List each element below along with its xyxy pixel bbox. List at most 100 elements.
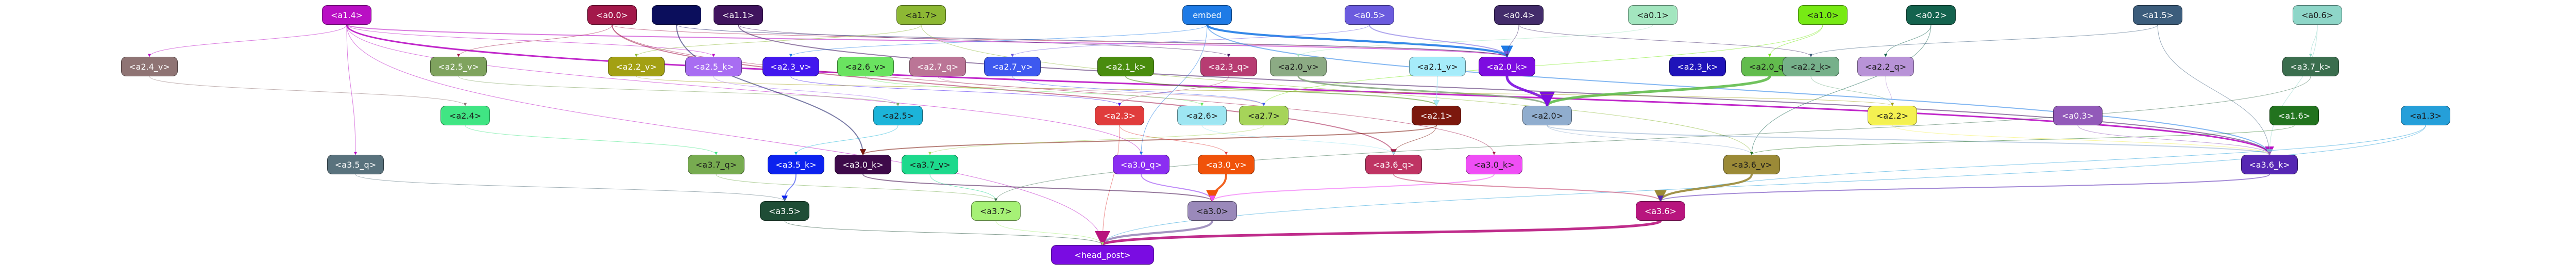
node-a21k[interactable]: <a2.1_k> (1097, 57, 1154, 76)
node-a24[interactable]: <a2.4> (440, 106, 490, 125)
edge-a14-to-a20k (346, 24, 1510, 58)
edge-a10-to-a27 (1262, 24, 1823, 106)
edge-a36q-to-a36 (1393, 174, 1664, 202)
node-a37q[interactable]: <a3.7_q> (688, 155, 744, 174)
node-a21v[interactable]: <a2.1_v> (1409, 57, 1466, 76)
node-a37k[interactable]: <a3.7_k> (2282, 57, 2339, 76)
node-a30q[interactable]: <a3.0_q> (1113, 155, 1170, 174)
node-a17[interactable]: <a1.7> (896, 5, 946, 25)
edge-a23-to-a30v (1119, 125, 1228, 155)
node-a11[interactable]: <a1.1> (714, 5, 763, 25)
node-a25[interactable]: <a2.5> (873, 106, 923, 125)
node-a01[interactable]: <a0.1> (1628, 5, 1677, 25)
node-a23v[interactable]: <a2.3_v> (762, 57, 819, 76)
node-a20[interactable]: <a2.0> (1522, 106, 1572, 125)
node-a37v[interactable]: <a3.7_v> (902, 155, 958, 174)
node-a22q[interactable]: <a2.2_q> (1857, 57, 1914, 76)
node-a25v[interactable]: <a2.5_v> (430, 57, 487, 76)
edge-a21v-to-a21 (1433, 76, 1440, 107)
node-a23q[interactable]: <a2.3_q> (1200, 57, 1257, 76)
edge-a30k-to-a30 (862, 174, 1215, 202)
edge-a21-to-a30k (860, 125, 1437, 156)
node-a30k2[interactable]: <a3.0_k> (1466, 155, 1522, 174)
node-a27[interactable]: <a2.7> (1239, 106, 1289, 125)
node-a37[interactable]: <a3.7> (971, 201, 1021, 221)
node-a05[interactable]: <a0.5> (1345, 5, 1394, 25)
edge-a13-to-head_post (1101, 125, 2426, 246)
edge-a10-to-a20q (1768, 24, 1823, 57)
edge-a15-to-a22k (1809, 24, 2158, 57)
edge-a14-to-a30q (346, 24, 1143, 155)
edge-a03-to-a36k (2077, 125, 2271, 155)
node-a26v[interactable]: <a2.6_v> (837, 57, 894, 76)
node-a14[interactable]: <a1.4> (322, 5, 371, 25)
node-a36k[interactable]: <a3.6_k> (2241, 155, 2298, 174)
node-a03[interactable]: <a0.3> (2053, 106, 2103, 125)
node-embed[interactable]: embed (1182, 5, 1232, 25)
edge-a37-to-head_post (995, 220, 1104, 246)
node-a30v[interactable]: <a3.0_v> (1198, 155, 1255, 174)
edge-a22q-to-a22 (1885, 76, 1894, 106)
node-a22v[interactable]: <a2.2_v> (608, 57, 665, 76)
node-a20v[interactable]: <a2.0_v> (1270, 57, 1327, 76)
edge-a00-to-a25v (457, 24, 613, 57)
edge-a14-to-a25k (346, 24, 715, 57)
edge-a24-to-a37q (465, 125, 718, 155)
edge-a26-to-a36q (1201, 125, 1395, 155)
node-a02[interactable]: <a0.2> (1906, 5, 1956, 25)
node-a35k[interactable]: <a3.5_k> (768, 155, 824, 174)
node-a23k[interactable]: <a2.3_k> (1669, 57, 1726, 76)
edge-a16-to-a36v (1750, 125, 2295, 155)
edge-a23q-to-a23 (1118, 76, 1229, 106)
node-a13[interactable]: <a1.3> (2401, 106, 2450, 125)
edge-a21-to-a36q (1392, 125, 1437, 155)
node-a36[interactable]: <a3.6> (1636, 201, 1685, 221)
edge-a37k-to-a37 (994, 76, 2311, 202)
node-a36q[interactable]: <a3.6_q> (1365, 155, 1422, 174)
node-a00[interactable]: <a0.0> (587, 5, 637, 25)
edge-a22-to-a36k (1892, 125, 2271, 155)
edge-a06-to-a36k (2268, 24, 2318, 155)
edge-a02-to-a22q (1884, 24, 1931, 57)
edge-embed-to-a23v (789, 24, 1208, 57)
node-a36v[interactable]: <a3.6_v> (1723, 155, 1780, 174)
edge-a35q-to-a35 (355, 174, 786, 202)
edge-a37v-to-a37 (929, 174, 997, 202)
node-a26[interactable]: <a2.6> (1177, 106, 1227, 125)
edge-a14-to-head_post (346, 24, 1104, 246)
edge-a02-to-a36v (1750, 24, 1931, 155)
node-a35[interactable]: <a3.5> (760, 201, 809, 221)
edge-a35k-to-a35 (782, 174, 796, 202)
edge-embed-to-a30q (1140, 24, 1208, 155)
node-a16[interactable]: <a1.6> (2269, 106, 2319, 125)
edge-a25v-to-a25 (458, 76, 900, 106)
edge-a11-to-a36k (738, 24, 2273, 156)
node-a30k[interactable]: <a3.0_k> (835, 155, 891, 174)
edge-a27q-to-a27 (937, 76, 1265, 106)
node-a20k[interactable]: <a2.0_k> (1479, 57, 1535, 76)
node-a24v[interactable]: <a2.4_v> (121, 57, 178, 76)
edge-a25-to-a35k (794, 125, 899, 155)
node-a27v[interactable]: <a2.7_v> (984, 57, 1041, 76)
edge-a14-to-a36k (346, 24, 2274, 156)
node-a22[interactable]: <a2.2> (1868, 106, 1917, 125)
node-a27q[interactable]: <a2.7_q> (909, 57, 966, 76)
node-head-post[interactable]: <head_post> (1051, 245, 1154, 265)
node-a25k[interactable]: <a2.5_k> (685, 57, 742, 76)
node-a10[interactable]: <a1.0> (1798, 5, 1848, 25)
node-a35q[interactable]: <a3.5_q> (327, 155, 384, 174)
node-top3[interactable] (652, 5, 701, 25)
edge-a01-to-a20v (1297, 24, 1653, 57)
node-a22k[interactable]: <a2.2_k> (1783, 57, 1839, 76)
node-a04[interactable]: <a0.4> (1494, 5, 1544, 25)
edge-a20-to-a36v (1547, 125, 1753, 155)
node-a23[interactable]: <a2.3> (1095, 106, 1144, 125)
node-a06[interactable]: <a0.6> (2293, 5, 2342, 25)
node-a21[interactable]: <a2.1> (1412, 106, 1461, 125)
node-a15[interactable]: <a1.5> (2133, 5, 2182, 25)
edge-a11-to-a23q (738, 24, 1230, 57)
node-a30[interactable]: <a3.0> (1188, 201, 1237, 221)
edge-a13-to-a36 (1659, 125, 2426, 202)
